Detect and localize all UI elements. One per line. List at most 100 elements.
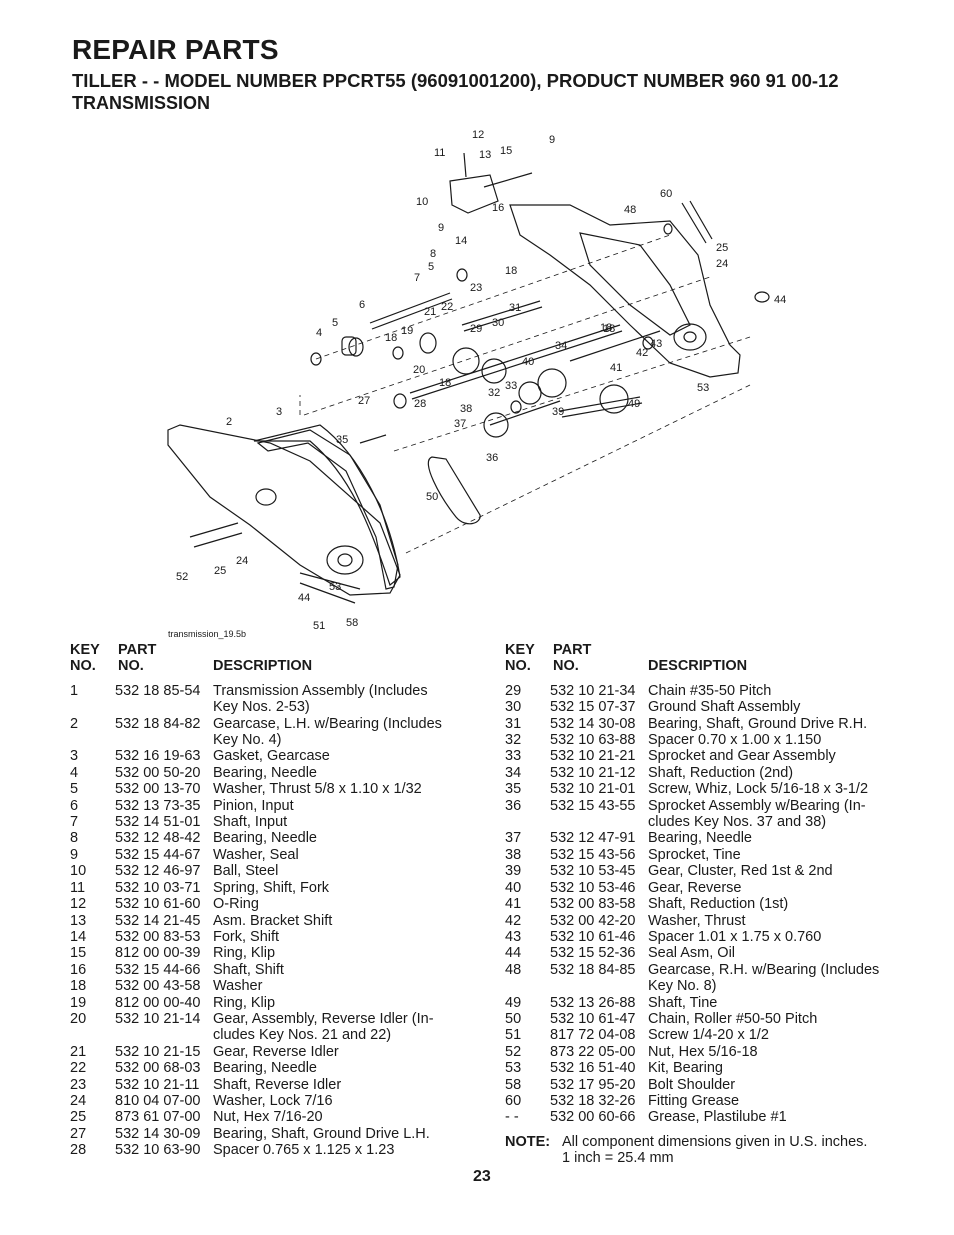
part-no: 532 12 48-42 (115, 830, 201, 847)
part-description: Nut, Hex 7/16-20 (213, 1109, 323, 1126)
key-no: 22 (70, 1060, 87, 1077)
callout: 48 (624, 204, 636, 216)
key-no: 37 (505, 830, 522, 847)
key-no: 42 (505, 912, 522, 929)
part-description: Bearing, Shaft, Ground Drive R.H. (648, 715, 868, 732)
key-no: 13 (70, 912, 87, 929)
part-description: Shaft, Reverse Idler (213, 1076, 342, 1093)
part-description: Sprocket Assembly w/Bearing (In- cludes … (648, 797, 866, 831)
part-no: 532 18 85-54 (115, 682, 201, 699)
callout: 36 (486, 452, 498, 464)
part-description: Washer, Thrust 5/8 x 1.10 x 1/32 (213, 781, 422, 798)
right-gearcase (509, 204, 741, 378)
part-description: Ring, Klip (213, 994, 276, 1011)
key-no: 12 (70, 896, 87, 913)
callout: 12 (472, 129, 484, 141)
part-no: 532 14 30-08 (550, 715, 636, 732)
part-description: Spacer 0.70 x 1.00 x 1.150 (648, 732, 822, 749)
part-description: Chain, Roller #50-50 Pitch (648, 1010, 818, 1027)
callout: 22 (441, 301, 453, 313)
key-no: 14 (70, 928, 87, 945)
callout: 13 (479, 149, 491, 161)
key-no: 34 (505, 764, 522, 781)
part-description: Gear, Assembly, Reverse Idler (In- clude… (213, 1010, 434, 1044)
callout: 24 (236, 555, 248, 567)
key-no: 6 (70, 797, 79, 814)
key-header: KEY (70, 642, 100, 658)
callout: 18 (439, 377, 451, 389)
key-no: 38 (505, 846, 522, 863)
part-description: Asm. Bracket Shift (213, 912, 333, 929)
part-no: 532 00 42-20 (550, 912, 636, 929)
callout: 38 (460, 403, 472, 415)
part-no: 532 16 19-63 (115, 748, 201, 765)
key-no: 33 (505, 748, 522, 765)
callout: 29 (470, 323, 482, 335)
key-no: 58 (505, 1076, 522, 1093)
callout: 25 (716, 242, 728, 254)
diagram-callouts: 12 9 11 13 15 10 16 9 14 60 48 25 24 44 … (176, 129, 786, 632)
page-number: 23 (473, 1168, 491, 1185)
part-no: 532 10 21-01 (550, 781, 636, 798)
callout: 24 (716, 258, 728, 270)
callout: 60 (660, 188, 672, 200)
part-description: Shaft, Reduction (1st) (648, 896, 789, 913)
callout: 9 (549, 134, 555, 146)
key-header: KEY (505, 642, 535, 658)
key-no: 21 (70, 1043, 87, 1060)
part-no-header: NO. (553, 658, 579, 675)
part-description: Shaft, Tine (648, 994, 718, 1011)
callout: 28 (414, 398, 426, 410)
gasket (256, 429, 399, 590)
key-no: 7 (70, 814, 79, 831)
part-no: 873 22 05-00 (550, 1043, 636, 1060)
part-description: Sprocket and Gear Assembly (648, 748, 836, 765)
key-no: 27 (70, 1125, 87, 1142)
part-no: 532 15 43-55 (550, 797, 636, 814)
key-no: 25 (70, 1109, 87, 1126)
key-no: 35 (505, 781, 522, 798)
part-no: 532 00 43-58 (115, 978, 201, 995)
part-no: 532 18 84-85 (550, 961, 636, 978)
part-no: 873 61 07-00 (115, 1109, 201, 1126)
callout: 50 (426, 491, 438, 503)
part-description: Kit, Bearing (648, 1060, 723, 1077)
part-description: Spring, Shift, Fork (213, 879, 330, 896)
note: NOTE: All component dimensions given in … (505, 1134, 905, 1167)
part-description: Shaft, Reduction (2nd) (648, 764, 794, 781)
callout: 41 (610, 362, 622, 374)
part-no: 532 14 30-09 (115, 1125, 201, 1142)
callout: 44 (774, 294, 786, 306)
part-no: 812 00 00-39 (115, 945, 201, 962)
part-description: Gear, Reverse Idler (213, 1043, 339, 1060)
part-no: 532 12 46-97 (115, 863, 201, 880)
part-description: Gasket, Gearcase (213, 748, 330, 765)
callout: 18 (600, 322, 612, 334)
callout: 37 (454, 418, 466, 430)
part-description: Seal Asm, Oil (648, 945, 736, 962)
part-description: Washer (213, 978, 263, 995)
part-no: 532 00 83-53 (115, 928, 201, 945)
callout: 19 (401, 325, 413, 337)
table-header: KEY NO. PART NO. DESCRIPTION (505, 642, 905, 675)
part-no: 532 16 51-40 (550, 1060, 636, 1077)
key-no: 40 (505, 879, 522, 896)
key-no: 36 (505, 797, 522, 814)
part-description: Washer, Lock 7/16 (213, 1092, 333, 1109)
